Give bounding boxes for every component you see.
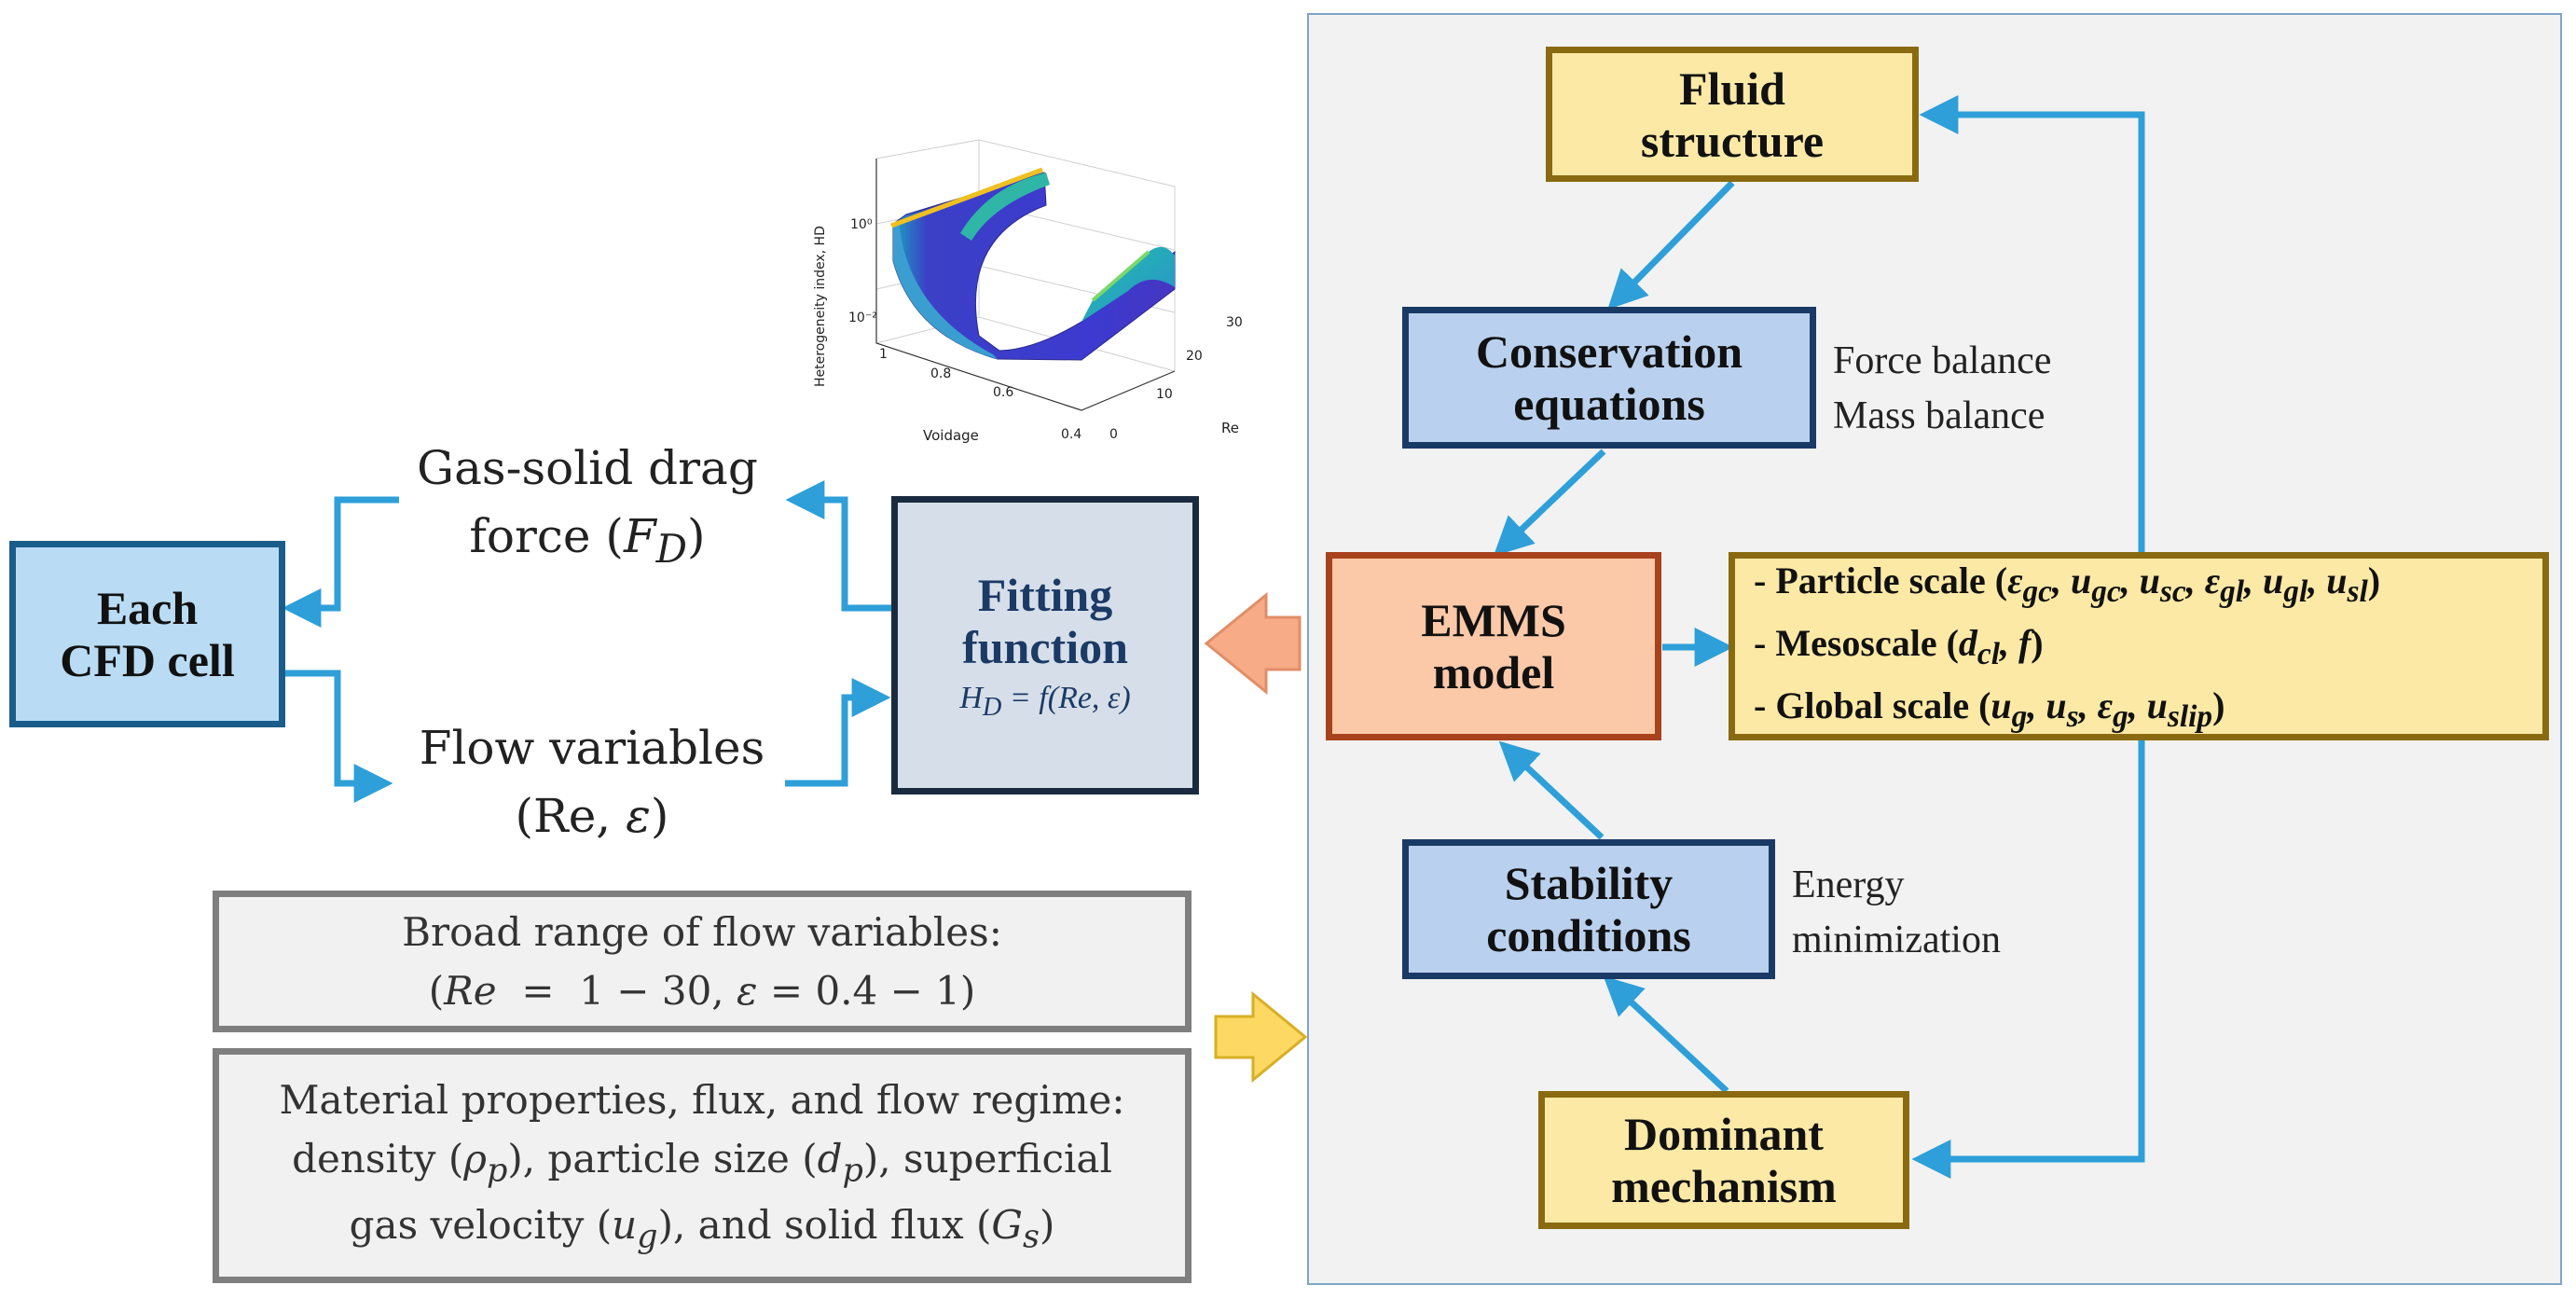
flow-range-line2: (Re = 1 − 30, ε = 0.4 − 1) (428, 968, 976, 1014)
dominant-mechanism-box: Dominant mechanism (1538, 1091, 1909, 1229)
surface-right-ridge (1081, 246, 1175, 322)
emms-model-line1: EMMS (1421, 594, 1566, 646)
material-line3: gas velocity (ug), and solid flux (Gs) (349, 1201, 1055, 1255)
conservation-line1: Conservation (1475, 325, 1743, 378)
surface-left-edge (893, 220, 998, 359)
emms-model-box: EMMS model (1326, 552, 1661, 740)
plot-axes (875, 159, 1176, 411)
x-axis-label: Voidage (923, 427, 979, 444)
arrow-scales-to-fluid (1919, 95, 2145, 552)
stability-notes: Energy minimization (1792, 858, 2001, 968)
mesoscale-vars: dcl, f (1958, 621, 2032, 671)
fluid-structure-box: Fluid structure (1546, 47, 1919, 182)
arrow-inputs-to-emms (1214, 990, 1308, 1084)
force-balance-label: Force balance (1833, 339, 2052, 382)
cfd-cell-box: Each CFD cell (9, 541, 285, 727)
arrow-flow-to-fitting (785, 678, 891, 787)
arrow-emms-to-fitting (1204, 591, 1302, 696)
fluid-structure-line2: structure (1640, 114, 1825, 167)
cfd-cell-line1: Each (96, 582, 199, 634)
stability-conditions-box: Stability conditions (1402, 839, 1775, 979)
particle-scale-vars: εgc, ugc, usc, εgl, ugl, usl (2007, 559, 2368, 609)
global-scale-vars: ug, us, εg, uslip (1991, 684, 2213, 734)
z-tick-bottom: 10⁻² (848, 311, 877, 325)
arrow-cell-to-flow (282, 670, 393, 803)
flow-range-box: Broad range of flow variables: (Re = 1 −… (213, 891, 1192, 1032)
flow-range-line1: Broad range of flow variables: (402, 909, 1002, 955)
arrow-fitting-to-drag (785, 480, 891, 612)
dominant-line2: mechanism (1611, 1160, 1837, 1212)
mass-balance-label: Mass balance (1833, 394, 2046, 437)
fitting-formula: HD = f(Re, ε) (959, 680, 1131, 722)
arrow-cell-to-drag (282, 496, 399, 628)
surface-yellow-edge (890, 167, 1043, 228)
arrow-stability-to-emms (1498, 740, 1605, 840)
conservation-line2: equations (1513, 378, 1705, 430)
arrow-dominant-to-stability (1603, 975, 1729, 1094)
flow-variables-label: Flow variables (Re, ε) (392, 714, 792, 850)
minimization-label: minimization (1792, 918, 2001, 961)
stability-line2: conditions (1486, 909, 1691, 961)
conservation-equations-box: Conservation equations (1402, 307, 1816, 449)
fitting-function-box: Fitting function HD = f(Re, ε) (891, 496, 1199, 795)
arrow-scales-to-dominant (1911, 739, 2145, 1179)
flow-variables-line1: Flow variables (419, 721, 765, 775)
emms-model-line2: model (1432, 646, 1555, 698)
x-tick-3: 0.6 (993, 385, 1013, 400)
flow-variables-line2: (Re, ε) (515, 788, 669, 843)
surface-front-ridge (960, 173, 1050, 241)
material-line1: Material properties, flux, and flow regi… (279, 1076, 1125, 1123)
dominant-line1: Dominant (1624, 1108, 1824, 1160)
mesoscale-line: - Mesoscale (dcl, f) (1754, 621, 2044, 671)
energy-label: Energy (1792, 864, 1905, 906)
stability-line1: Stability (1504, 857, 1674, 909)
surface-ridge-highlight (1091, 250, 1150, 302)
x-tick-4: 0.4 (1061, 427, 1081, 442)
y-tick-3: 20 (1186, 349, 1203, 364)
fitting-line2: function (962, 620, 1128, 673)
y-tick-2: 10 (1156, 387, 1173, 402)
drag-force-line1: Gas-solid drag (417, 441, 758, 495)
material-properties-box: Material properties, flux, and flow regi… (213, 1048, 1192, 1283)
material-line2: density (ρp), particle size (dp), superf… (292, 1135, 1112, 1189)
drag-force-line2: force (FD) (469, 508, 706, 572)
fluid-structure-line1: Fluid (1679, 62, 1785, 115)
scale-variables-box: - Particle scale (εgc, ugc, usc, εgl, ug… (1729, 552, 2549, 740)
drag-force-label: Gas-solid drag force (FD) (373, 435, 802, 577)
x-tick-1: 1 (879, 347, 888, 362)
x-tick-2: 0.8 (930, 366, 951, 381)
particle-scale-line: - Particle scale (εgc, ugc, usc, εgl, ug… (1754, 559, 2381, 609)
z-axis-label: Heterogeneity index, HD (813, 226, 828, 387)
cfd-cell-line2: CFD cell (60, 634, 235, 686)
z-tick-top: 10⁰ (850, 217, 873, 232)
arrow-fluid-to-conservation (1607, 180, 1735, 310)
y-tick-4: 30 (1226, 315, 1243, 330)
y-tick-1: 0 (1109, 427, 1118, 442)
arrow-conservation-to-emms (1493, 449, 1606, 557)
conservation-notes: Force balance Mass balance (1833, 334, 2051, 444)
surface-plot: 10⁰ 10⁻² 1 0.8 0.6 0.4 0 10 20 30 Voidag… (813, 139, 1243, 444)
global-scale-line: - Global scale (ug, us, εg, uslip) (1754, 684, 2225, 734)
y-axis-label: Re (1221, 420, 1239, 436)
fitting-line1: Fitting (977, 568, 1113, 621)
